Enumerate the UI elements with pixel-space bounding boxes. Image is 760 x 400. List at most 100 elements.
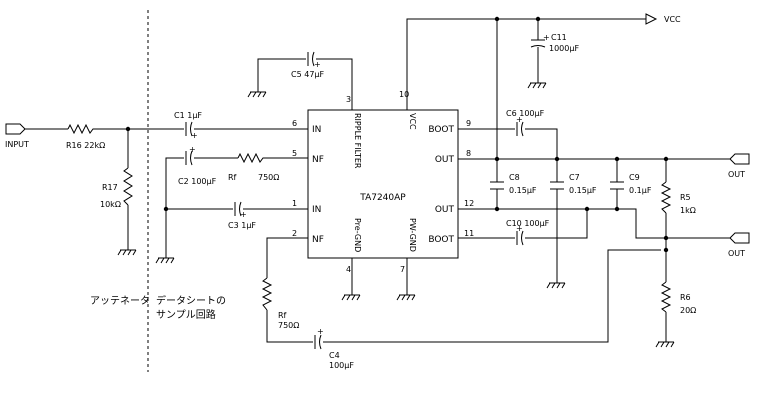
ground-symbols bbox=[117, 82, 675, 348]
c9-ref: C9 bbox=[629, 173, 640, 182]
r17-ref: R17 bbox=[102, 183, 118, 192]
pin-ripple-label: RIPPLE FILTER bbox=[353, 113, 362, 169]
r5-value: 1kΩ bbox=[680, 206, 696, 215]
port-vcc-label: VCC bbox=[664, 15, 681, 24]
pin-boot1-label: BOOT bbox=[428, 125, 454, 135]
resistor-rf1: Rf 750Ω bbox=[228, 152, 279, 182]
capacitor-c9: C9 0.1μF bbox=[610, 173, 652, 195]
pin-number-4: 4 bbox=[346, 265, 351, 274]
ic-ta7240ap: TA7240AP IN NF IN NF BOOT OUT OUT BOOT R… bbox=[292, 90, 474, 274]
pin-number-1: 1 bbox=[292, 199, 297, 208]
c3-label: C3 1μF bbox=[228, 221, 256, 230]
ground-icon bbox=[247, 91, 267, 98]
ground-icon bbox=[396, 294, 416, 301]
ground-icon bbox=[117, 249, 137, 256]
capacitor-c5: + C5 47μF bbox=[291, 51, 325, 79]
ic-body bbox=[307, 109, 459, 259]
pin-in1-label: IN bbox=[312, 125, 321, 135]
pin-pre-gnd-label: Pre-GND bbox=[353, 218, 362, 252]
note-datasheet-line2: サンプル回路 bbox=[156, 308, 216, 321]
capacitor-c2: + C2 100μF bbox=[178, 145, 217, 186]
capacitor-c4: + C4 100μF bbox=[314, 327, 354, 370]
r6-value: 20Ω bbox=[680, 306, 696, 315]
note-attenuator: アッテネータ bbox=[90, 295, 150, 307]
c10-label: C10 100μF bbox=[506, 219, 550, 228]
resistor-r17: R17 10kΩ bbox=[100, 167, 133, 209]
c1-polarity: + bbox=[191, 131, 198, 140]
c6-polarity: + bbox=[516, 115, 523, 124]
ground-icon bbox=[527, 82, 547, 89]
capacitor-c1: + C1 1μF bbox=[174, 111, 202, 140]
r6-ref: R6 bbox=[680, 293, 691, 302]
capacitor-c7: C7 0.15μF bbox=[550, 173, 597, 195]
port-out-b: OUT bbox=[728, 232, 750, 258]
c11-polarity: + bbox=[543, 33, 550, 42]
pin-out1-label: OUT bbox=[435, 155, 455, 165]
pin-nf2-label: NF bbox=[312, 235, 324, 245]
pin-number-11: 11 bbox=[464, 229, 474, 238]
rf2-value: 750Ω bbox=[278, 321, 299, 330]
pin-boot2-label: BOOT bbox=[428, 235, 454, 245]
port-out-b-label: OUT bbox=[728, 249, 745, 258]
pin-vcc-label: VCC bbox=[408, 113, 417, 130]
pin-nf1-label: NF bbox=[312, 155, 324, 165]
ground-icon bbox=[155, 257, 175, 264]
port-out-a: OUT bbox=[728, 153, 750, 179]
pin-in2-label: IN bbox=[312, 205, 321, 215]
pin-number-6: 6 bbox=[292, 119, 297, 128]
pin-out2-label: OUT bbox=[435, 205, 455, 215]
port-input-label: INPUT bbox=[5, 140, 29, 149]
pin-number-12: 12 bbox=[464, 199, 474, 208]
pin-number-5: 5 bbox=[292, 149, 297, 158]
pin-number-10: 10 bbox=[399, 90, 409, 99]
c8-value: 0.15μF bbox=[509, 186, 537, 195]
capacitor-c6: + C6 100μF bbox=[506, 109, 545, 137]
rf1-value: 750Ω bbox=[258, 173, 279, 182]
c10-polarity: + bbox=[516, 224, 523, 233]
c9-value: 0.1μF bbox=[629, 186, 652, 195]
ground-icon bbox=[546, 282, 566, 289]
rf1-ref: Rf bbox=[228, 173, 237, 182]
pin-number-3: 3 bbox=[346, 95, 351, 104]
c5-label: C5 47μF bbox=[291, 70, 325, 79]
c11-ref: C11 bbox=[551, 33, 567, 42]
c4-value: 100μF bbox=[329, 361, 354, 370]
pin-pw-gnd-label: PW-GND bbox=[408, 218, 417, 252]
c2-polarity: + bbox=[189, 145, 196, 154]
ground-icon bbox=[341, 294, 361, 301]
wires bbox=[25, 18, 730, 343]
resistor-rf2: Rf 750Ω bbox=[261, 277, 299, 330]
rf2-ref: Rf bbox=[278, 311, 287, 320]
port-input: INPUT bbox=[5, 123, 29, 149]
resistor-r16: R16 22kΩ bbox=[66, 123, 105, 150]
c1-label: C1 1μF bbox=[174, 111, 202, 120]
junction-dots bbox=[125, 16, 669, 253]
c3-polarity: + bbox=[240, 210, 247, 219]
r16-label: R16 22kΩ bbox=[66, 141, 105, 150]
c4-ref: C4 bbox=[329, 351, 340, 360]
capacitor-c3: + C3 1μF bbox=[228, 201, 256, 230]
resistor-r5: R5 1kΩ bbox=[660, 181, 696, 215]
c6-label: C6 100μF bbox=[506, 109, 545, 118]
c4-polarity: + bbox=[317, 327, 324, 336]
pin-number-2: 2 bbox=[292, 229, 297, 238]
capacitor-c10: + C10 100μF bbox=[506, 219, 550, 246]
c8-ref: C8 bbox=[509, 173, 520, 182]
port-out-a-label: OUT bbox=[728, 170, 745, 179]
c7-value: 0.15μF bbox=[569, 186, 597, 195]
c7-ref: C7 bbox=[569, 173, 580, 182]
resistor-r6: R6 20Ω bbox=[660, 281, 696, 315]
c2-label: C2 100μF bbox=[178, 177, 217, 186]
c5-polarity: + bbox=[314, 60, 321, 69]
ic-name: TA7240AP bbox=[359, 193, 406, 203]
port-vcc: VCC bbox=[645, 13, 681, 25]
r17-value: 10kΩ bbox=[100, 200, 121, 209]
note-datasheet-line1: データシートの bbox=[156, 294, 226, 307]
c11-value: 1000μF bbox=[549, 44, 579, 53]
pin-number-7: 7 bbox=[400, 265, 405, 274]
r5-ref: R5 bbox=[680, 193, 691, 202]
ground-icon bbox=[655, 341, 675, 348]
pin-number-9: 9 bbox=[466, 119, 471, 128]
